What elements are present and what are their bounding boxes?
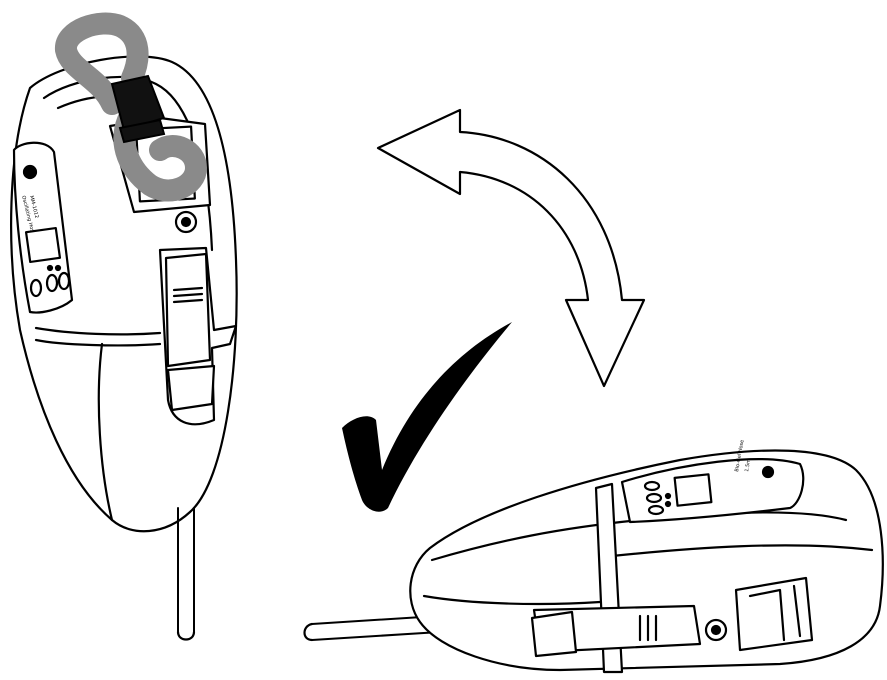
vertical-device-latch-grip	[172, 286, 204, 304]
horizontal-panel-label-line1: Bio-Gel Hose	[734, 439, 746, 472]
vertical-device-hose-end	[176, 630, 196, 641]
horizontal-device: Bio-Gel Hose 1.5m	[303, 439, 884, 674]
strap-loop-icon	[55, 12, 149, 115]
vertical-device-belly-line-2	[34, 326, 162, 336]
strap-buckle-icon	[110, 74, 166, 132]
curved-double-arrow-icon	[376, 108, 646, 388]
horizontal-device-slot	[734, 576, 814, 652]
vertical-device-latch	[164, 252, 212, 368]
checkmark-icon	[342, 322, 512, 512]
horizontal-device-hose-end	[303, 622, 314, 642]
horizontal-device-contour-3	[610, 544, 874, 558]
vertical-device-latch-foot	[166, 364, 216, 412]
horizontal-panel-buttons	[643, 480, 672, 516]
panel-label-line2: MM-1012	[28, 195, 39, 219]
horizontal-panel-label-line2: 1.5m	[744, 459, 752, 473]
strap-lower-icon	[113, 109, 208, 202]
vertical-device-hose	[177, 507, 195, 633]
horizontal-device-slot-inner	[748, 584, 802, 642]
hanging-strap	[55, 12, 208, 202]
horizontal-device-contour-2	[422, 594, 602, 606]
panel-logo-icon	[22, 164, 38, 180]
panel-display-icon	[24, 226, 62, 264]
panel-buttons	[29, 264, 71, 298]
horizontal-device-latch-grip	[638, 614, 658, 642]
vertical-device-belly-line	[34, 338, 162, 347]
horizontal-device-latch-foot	[530, 610, 578, 658]
vertical-device-belly-line-3	[97, 342, 114, 522]
horizontal-panel-logo-icon	[761, 465, 775, 479]
horizontal-panel-display-icon	[673, 473, 713, 507]
